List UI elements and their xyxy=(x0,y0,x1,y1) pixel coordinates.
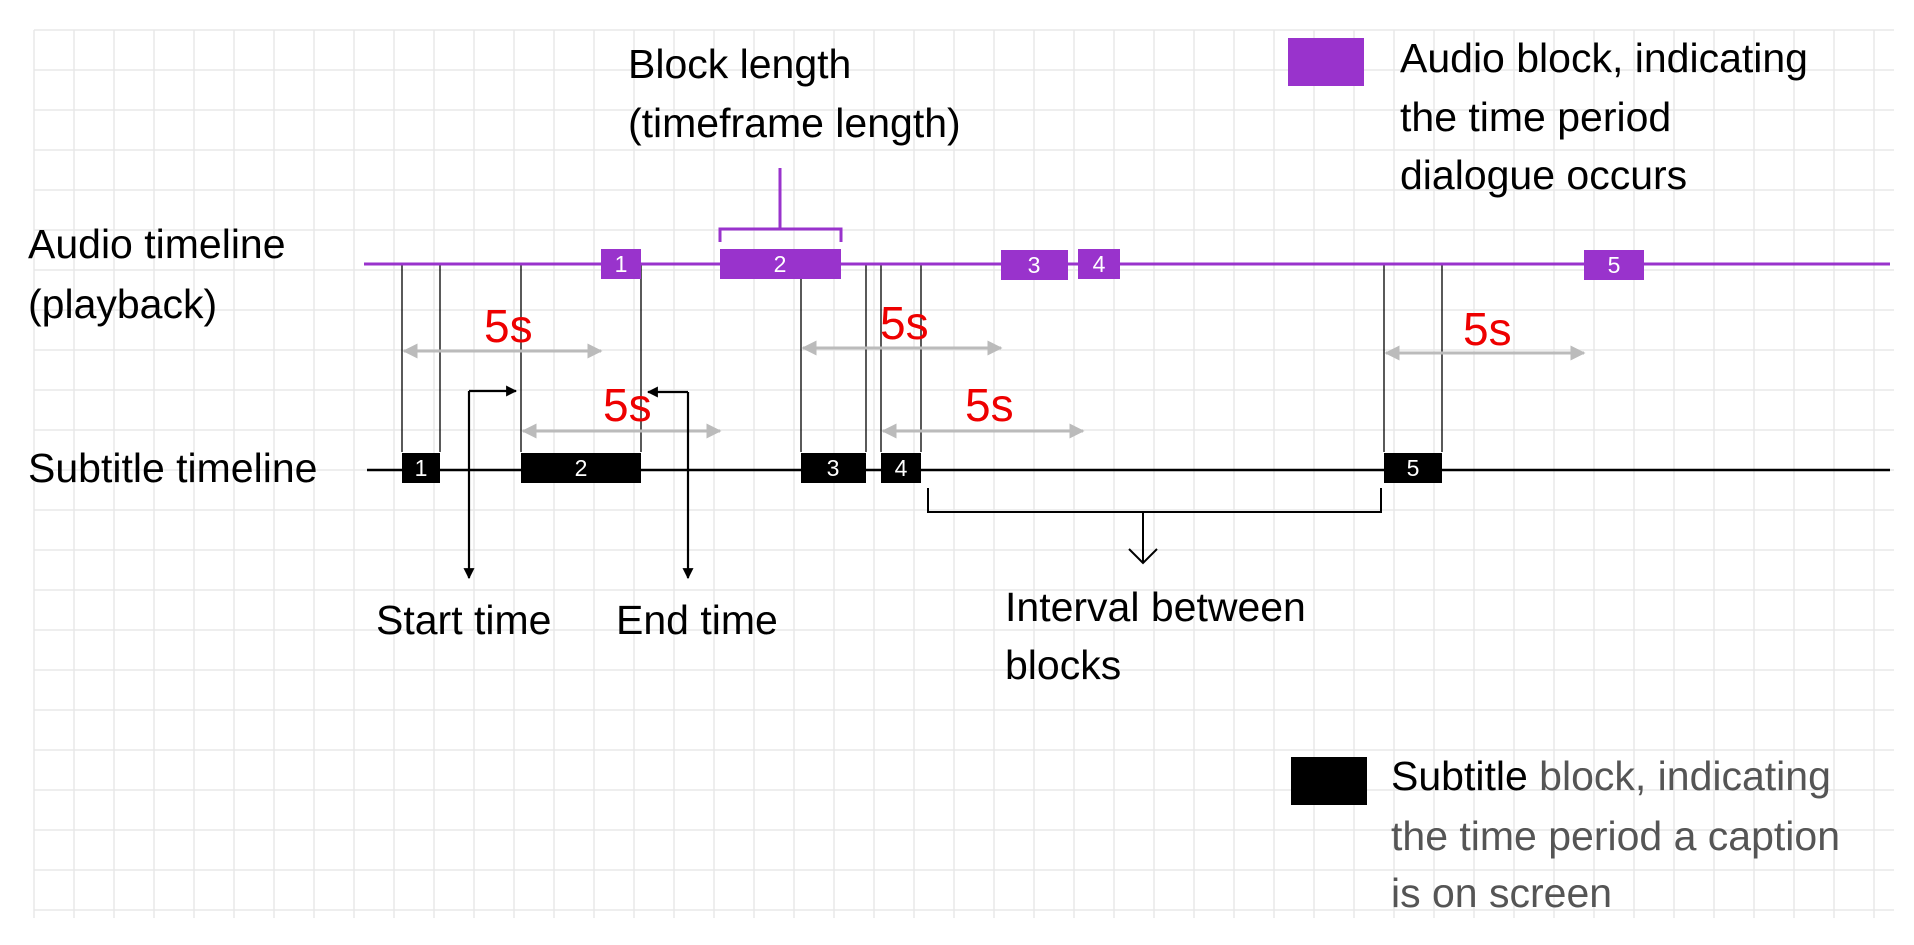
subtitle-timeline-label: Subtitle timeline xyxy=(28,445,317,491)
audio-timeline-label-line1: Audio timeline xyxy=(28,221,286,267)
end-time-label: End time xyxy=(616,597,778,643)
subtitle-block-1: 1 xyxy=(402,453,440,483)
legend-audio-swatch xyxy=(1288,38,1364,86)
legend-subtitle-line1: Subtitle block, indicating xyxy=(1391,753,1831,799)
svg-text:1: 1 xyxy=(415,455,428,481)
svg-text:2: 2 xyxy=(575,455,588,481)
subtitle-block-2: 2 xyxy=(521,453,641,483)
subtitle-block-3: 3 xyxy=(801,453,866,483)
start-time-arrows xyxy=(463,385,518,580)
legend-subtitle-line3: is on screen xyxy=(1391,870,1612,916)
guide-lines xyxy=(401,264,1443,452)
svg-text:4: 4 xyxy=(1093,251,1106,277)
svg-text:5: 5 xyxy=(1407,455,1420,481)
start-time-label: Start time xyxy=(376,597,551,643)
svg-text:2: 2 xyxy=(774,251,787,277)
legend-subtitle-rest: block, indicating xyxy=(1528,753,1831,799)
block-length-label-line1: Block length xyxy=(628,41,851,87)
subtitle-block-4: 4 xyxy=(881,453,921,483)
audio-block-1: 1 xyxy=(601,249,641,279)
svg-text:5: 5 xyxy=(1608,252,1621,278)
interval-label-line2: blocks xyxy=(1005,642,1121,688)
legend-audio-line3: dialogue occurs xyxy=(1400,152,1687,198)
block-length-label-line2: (timeframe length) xyxy=(628,100,961,146)
duration-label-1: 5s xyxy=(484,300,533,352)
block-length-bracket xyxy=(718,168,843,242)
audio-timeline-label-line2: (playback) xyxy=(28,281,217,327)
svg-text:4: 4 xyxy=(895,455,908,481)
legend-subtitle-line2: the time period a caption xyxy=(1391,813,1840,859)
interval-label-line1: Interval between xyxy=(1005,584,1306,630)
duration-label-2: 5s xyxy=(603,379,652,431)
duration-label-3: 5s xyxy=(880,297,929,349)
audio-block-4: 4 xyxy=(1078,249,1120,279)
legend-audio-line2: the time period xyxy=(1400,94,1671,140)
interval-bracket xyxy=(927,488,1382,565)
audio-block-2: 2 xyxy=(720,249,841,279)
svg-text:3: 3 xyxy=(1028,252,1041,278)
subtitle-block-5: 5 xyxy=(1384,453,1442,483)
svg-text:1: 1 xyxy=(615,251,628,277)
audio-block-3: 3 xyxy=(1001,250,1068,280)
legend-subtitle-swatch xyxy=(1291,757,1367,805)
duration-label-4: 5s xyxy=(965,379,1014,431)
audio-block-5: 5 xyxy=(1584,250,1644,280)
legend-audio-line1: Audio block, indicating xyxy=(1400,35,1808,81)
duration-label-5: 5s xyxy=(1463,303,1512,355)
svg-text:3: 3 xyxy=(827,455,840,481)
end-time-arrows xyxy=(646,386,694,580)
legend-subtitle-strong: Subtitle xyxy=(1391,753,1528,799)
background-grid xyxy=(33,29,1894,918)
